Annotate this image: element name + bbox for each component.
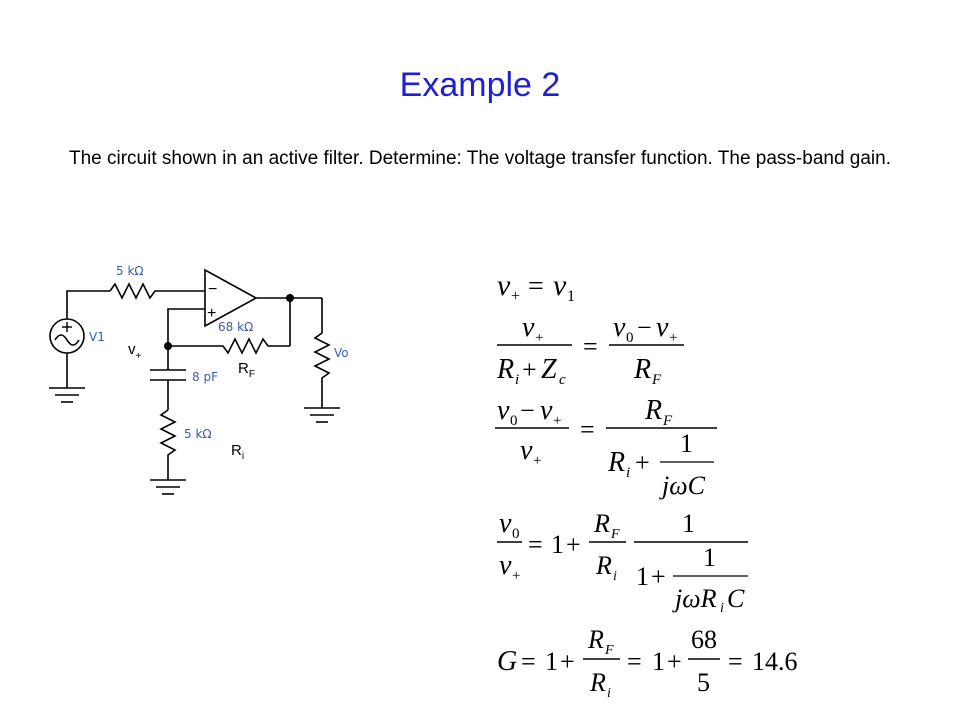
svg-text:C: C	[727, 584, 745, 613]
ground-resistor-label: 5 kΩ	[184, 427, 212, 441]
svg-text:=: =	[521, 647, 536, 676]
svg-text:1: 1	[703, 543, 716, 572]
svg-text:i: i	[613, 569, 617, 584]
svg-text:F: F	[604, 643, 614, 658]
svg-text:F: F	[662, 413, 673, 429]
feedback-resistor	[168, 337, 290, 355]
load-label: Vo	[334, 346, 349, 360]
load-resistor	[313, 298, 331, 408]
opamp	[204, 268, 258, 328]
svg-text:=: =	[728, 647, 743, 676]
svg-text:1: 1	[682, 509, 695, 538]
svg-text:R: R	[607, 447, 625, 478]
svg-text:v: v	[520, 435, 533, 466]
svg-text:v: v	[499, 550, 512, 581]
opamp-plus-sign: +	[207, 305, 216, 322]
capacitor-label: 8 pF	[192, 370, 218, 384]
svg-text:+: +	[512, 568, 520, 584]
svg-text:v: v	[522, 312, 535, 343]
equation-2: v + R i + Z c = v 0 − v + R F	[496, 312, 684, 388]
source-label: V1	[89, 330, 105, 344]
feedback-resistor-label: 68 kΩ	[218, 320, 253, 334]
svg-text:1: 1	[636, 562, 649, 591]
sine-icon	[54, 334, 80, 346]
svg-text:i: i	[607, 686, 611, 701]
wire-plus-input	[167, 308, 205, 346]
svg-text:=: =	[580, 415, 595, 444]
equation-3: v 0 − v + v + = R F R i + 1 jωC	[495, 395, 717, 500]
svg-text:v: v	[499, 508, 512, 539]
svg-text:1: 1	[551, 530, 564, 559]
svg-text:v: v	[540, 395, 553, 426]
svg-text:+: +	[667, 647, 682, 676]
svg-text:R: R	[595, 551, 612, 580]
svg-text:c: c	[559, 372, 566, 388]
opamp-minus-sign: −	[208, 281, 217, 298]
svg-text:−: −	[520, 396, 535, 425]
svg-text:+: +	[566, 530, 581, 559]
svg-text:1: 1	[545, 647, 558, 676]
svg-text:+: +	[553, 413, 561, 429]
svg-text:i: i	[720, 601, 724, 616]
svg-text:R: R	[633, 354, 651, 385]
svg-text:+: +	[533, 453, 541, 469]
svg-text:0: 0	[626, 330, 634, 346]
svg-text:+: +	[511, 288, 520, 305]
svg-text:0: 0	[512, 526, 520, 542]
rf-label: RF	[238, 360, 255, 380]
svg-text:−: −	[637, 313, 652, 342]
problem-statement: The circuit shown in an active filter. D…	[68, 148, 891, 169]
svg-text:F: F	[610, 527, 620, 542]
svg-text:=: =	[627, 647, 642, 676]
svg-text:jωC: jωC	[659, 471, 706, 500]
svg-text:v: v	[613, 312, 626, 343]
svg-text:+: +	[535, 330, 543, 346]
svg-text:=: =	[583, 332, 598, 361]
svg-text:v: v	[553, 269, 567, 302]
svg-text:v: v	[656, 312, 669, 343]
input-resistor-label: 5 kΩ	[116, 264, 144, 278]
svg-text:5: 5	[697, 668, 710, 697]
equation-5: G = 1 + R F R i = 1 + 68 5 = 14.6	[497, 625, 798, 701]
svg-text:+: +	[635, 448, 650, 477]
junction-output	[286, 294, 294, 302]
svg-text:R: R	[593, 509, 610, 538]
svg-text:1: 1	[567, 288, 575, 305]
svg-text:R: R	[589, 668, 606, 697]
svg-text:jωR: jωR	[672, 584, 717, 613]
svg-text:R: R	[644, 395, 662, 426]
svg-text:R: R	[496, 354, 514, 385]
junction-plus	[164, 342, 172, 350]
wire-input	[66, 290, 110, 319]
svg-text:+: +	[651, 562, 666, 591]
svg-text:R: R	[587, 625, 604, 654]
svg-text:i: i	[626, 465, 630, 481]
equation-4: v 0 v + = 1 + R F R i 1 1 + 1 jωR i C	[497, 508, 748, 616]
svg-text:v: v	[497, 269, 511, 302]
svg-text:14.6: 14.6	[752, 647, 798, 676]
svg-text:+: +	[669, 330, 677, 346]
v-plus-label: v+	[128, 341, 142, 362]
svg-text:=: =	[528, 530, 543, 559]
svg-text:F: F	[651, 372, 662, 388]
ri-label: Ri	[231, 442, 244, 462]
input-resistor	[109, 282, 165, 300]
equation-1: v + = v 1	[497, 269, 575, 305]
svg-text:+: +	[522, 355, 537, 384]
ground-resistor	[159, 409, 177, 480]
svg-text:68: 68	[691, 625, 717, 654]
svg-text:v: v	[497, 395, 510, 426]
svg-text:1: 1	[680, 429, 693, 458]
svg-text:+: +	[560, 647, 575, 676]
svg-text:=: =	[528, 271, 544, 302]
svg-text:Z: Z	[541, 354, 557, 385]
slide-title: Example 2	[399, 66, 561, 104]
svg-text:0: 0	[510, 413, 518, 429]
svg-text:i: i	[515, 372, 519, 388]
svg-text:1: 1	[652, 647, 665, 676]
svg-text:G: G	[497, 646, 517, 677]
